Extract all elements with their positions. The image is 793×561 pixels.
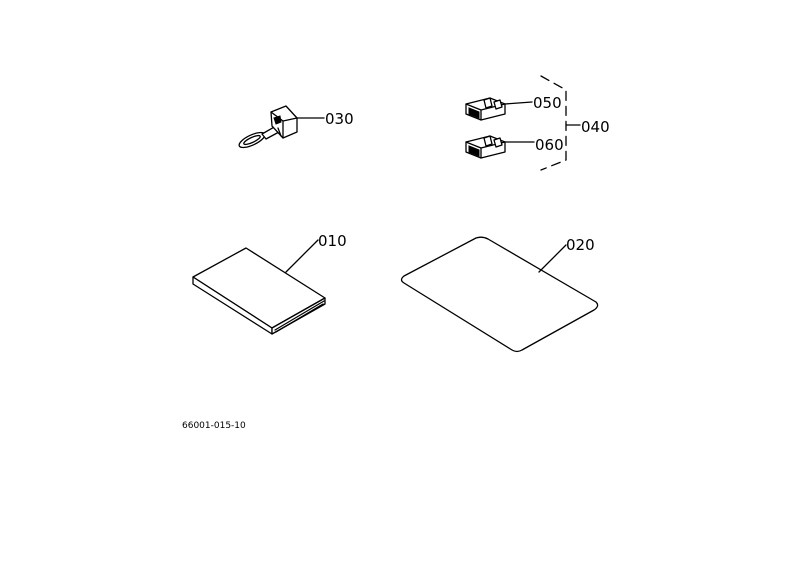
leader-010 <box>285 239 319 273</box>
leader-050 <box>504 101 533 105</box>
bracket-040 <box>540 75 581 171</box>
part-020-sheet <box>400 236 599 353</box>
callout-060: 060 <box>535 136 564 154</box>
callout-050: 050 <box>533 94 562 112</box>
callout-010: 010 <box>318 232 347 250</box>
callout-020: 020 <box>566 236 595 254</box>
leader-020 <box>538 244 567 273</box>
part-050-fuse <box>465 97 506 121</box>
drawing-number: 66001-015-10 <box>182 421 246 431</box>
part-030-connector <box>238 105 298 149</box>
callout-030: 030 <box>325 110 354 128</box>
part-010-manual <box>192 247 326 335</box>
callout-040: 040 <box>581 118 610 136</box>
part-060-fuse <box>465 135 506 159</box>
